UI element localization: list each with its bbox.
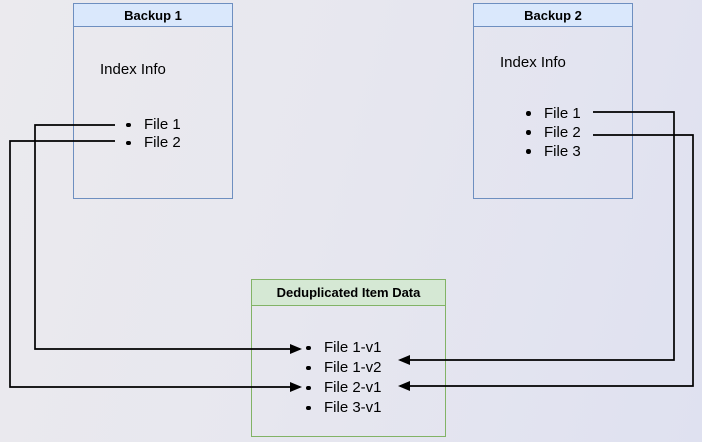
backup1-title: Backup 1: [74, 4, 232, 27]
backup2-box: Backup 2: [473, 3, 633, 199]
dedup-item-list: File 1-v1 File 1-v2 File 2-v1 File 3-v1: [304, 338, 382, 418]
backup1-file-list: File 1 File 2: [124, 116, 181, 152]
list-item: File 1-v2: [304, 358, 382, 378]
list-item: File 1: [124, 116, 181, 134]
list-item: File 1-v1: [304, 338, 382, 358]
list-item: File 1: [524, 104, 581, 123]
backup2-file-list: File 1 File 2 File 3: [524, 104, 581, 161]
list-item: File 3: [524, 142, 581, 161]
dedup-title: Deduplicated Item Data: [252, 280, 445, 306]
backup2-index-info-label: Index Info: [500, 54, 566, 71]
list-item: File 2-v1: [304, 378, 382, 398]
backup1-index-info-label: Index Info: [100, 61, 166, 78]
list-item: File 3-v1: [304, 398, 382, 418]
backup2-title: Backup 2: [474, 4, 632, 27]
backup1-box: Backup 1: [73, 3, 233, 199]
list-item: File 2: [524, 123, 581, 142]
list-item: File 2: [124, 134, 181, 152]
